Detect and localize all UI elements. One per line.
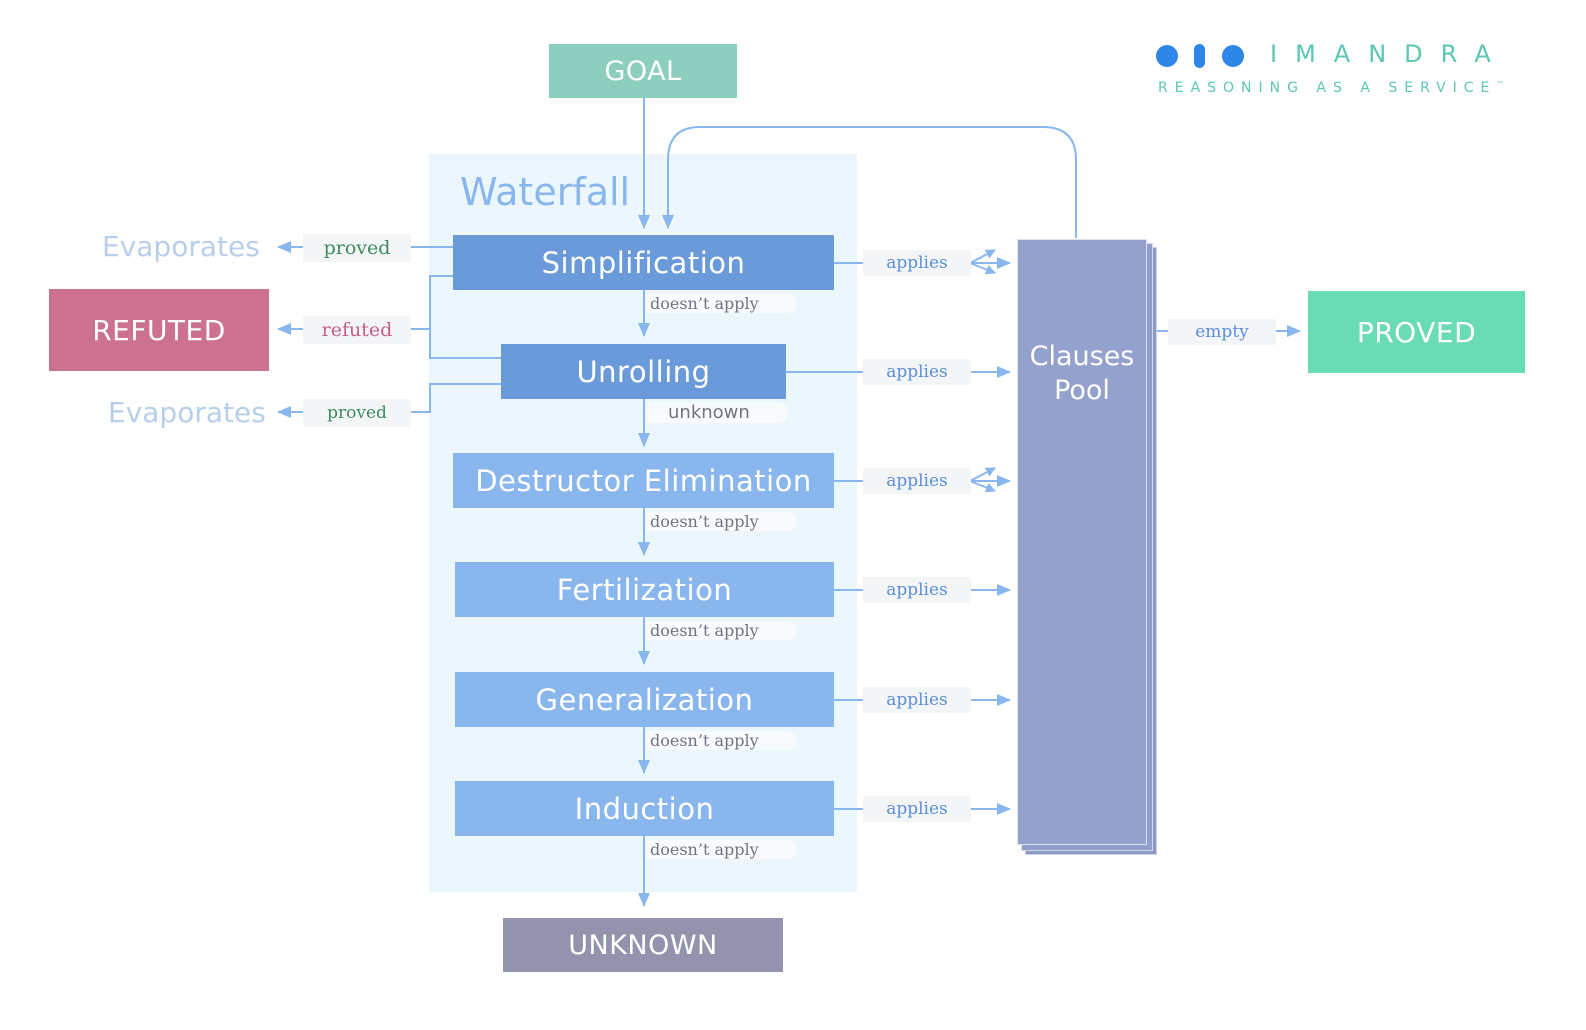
logo-dot-icon	[1222, 45, 1244, 67]
stage-generalization: Generalization	[455, 672, 834, 727]
logo-bar-icon	[1194, 44, 1205, 68]
flow-label-doesnt-apply: doesn’t apply	[646, 512, 797, 531]
stage-label: Unrolling	[576, 354, 711, 389]
refuted-label: REFUTED	[92, 313, 226, 347]
unknown-box: UNKNOWN	[503, 918, 783, 972]
flow-label-unknown: unknown	[646, 402, 788, 423]
proved-box: PROVED	[1308, 291, 1525, 373]
stage-fertilization: Fertilization	[455, 562, 834, 617]
applies-label: applies	[863, 577, 971, 603]
flow-label-doesnt-apply: doesn’t apply	[646, 731, 797, 750]
stage-destructor-elimination: Destructor Elimination	[453, 453, 834, 508]
logo-tagline-text: REASONING AS A SERVICE	[1158, 80, 1497, 96]
clauses-pool-label-line2: Pool	[1054, 375, 1110, 406]
refuted-label: refuted	[303, 316, 411, 344]
proved-label: proved	[303, 399, 411, 427]
evaporates-text: Evaporates	[108, 396, 266, 429]
waterfall-title: Waterfall	[460, 170, 631, 214]
applies-label: applies	[863, 796, 971, 822]
evaporates-text: Evaporates	[102, 230, 260, 263]
logo-tagline: REASONING AS A SERVICE™	[1158, 80, 1504, 96]
goal-box: GOAL	[549, 44, 737, 98]
stage-label: Destructor Elimination	[475, 463, 812, 498]
stage-label: Fertilization	[556, 572, 733, 607]
refuted-box: REFUTED	[49, 289, 269, 371]
stage-label: Simplification	[541, 245, 746, 280]
logo-trademark: ™	[1496, 80, 1505, 89]
logo-brand: IMANDRA	[1270, 40, 1509, 68]
stage-label: Generalization	[535, 682, 754, 717]
stage-induction: Induction	[455, 781, 834, 836]
flow-label-doesnt-apply: doesn’t apply	[646, 621, 797, 640]
goal-label: GOAL	[604, 55, 682, 87]
applies-label: applies	[863, 250, 971, 276]
logo-dot-icon	[1156, 45, 1178, 67]
applies-label: applies	[863, 359, 971, 385]
clauses-pool-label-line1: Clauses	[1029, 341, 1135, 372]
imandra-logo: IMANDRA REASONING AS A SERVICE™	[1154, 40, 1524, 110]
stage-unrolling: Unrolling	[501, 344, 786, 399]
stage-label: Induction	[574, 791, 715, 826]
applies-label: applies	[863, 687, 971, 713]
empty-label: empty	[1168, 319, 1276, 345]
unknown-label: UNKNOWN	[568, 929, 718, 961]
flow-label-doesnt-apply: doesn’t apply	[646, 294, 797, 313]
proved-label: PROVED	[1356, 315, 1477, 349]
clauses-pool: Clauses Pool	[1017, 239, 1147, 845]
applies-label: applies	[863, 468, 971, 494]
flow-label-doesnt-apply: doesn’t apply	[646, 840, 797, 859]
stage-simplification: Simplification	[453, 235, 834, 290]
proved-label: proved	[303, 234, 411, 262]
